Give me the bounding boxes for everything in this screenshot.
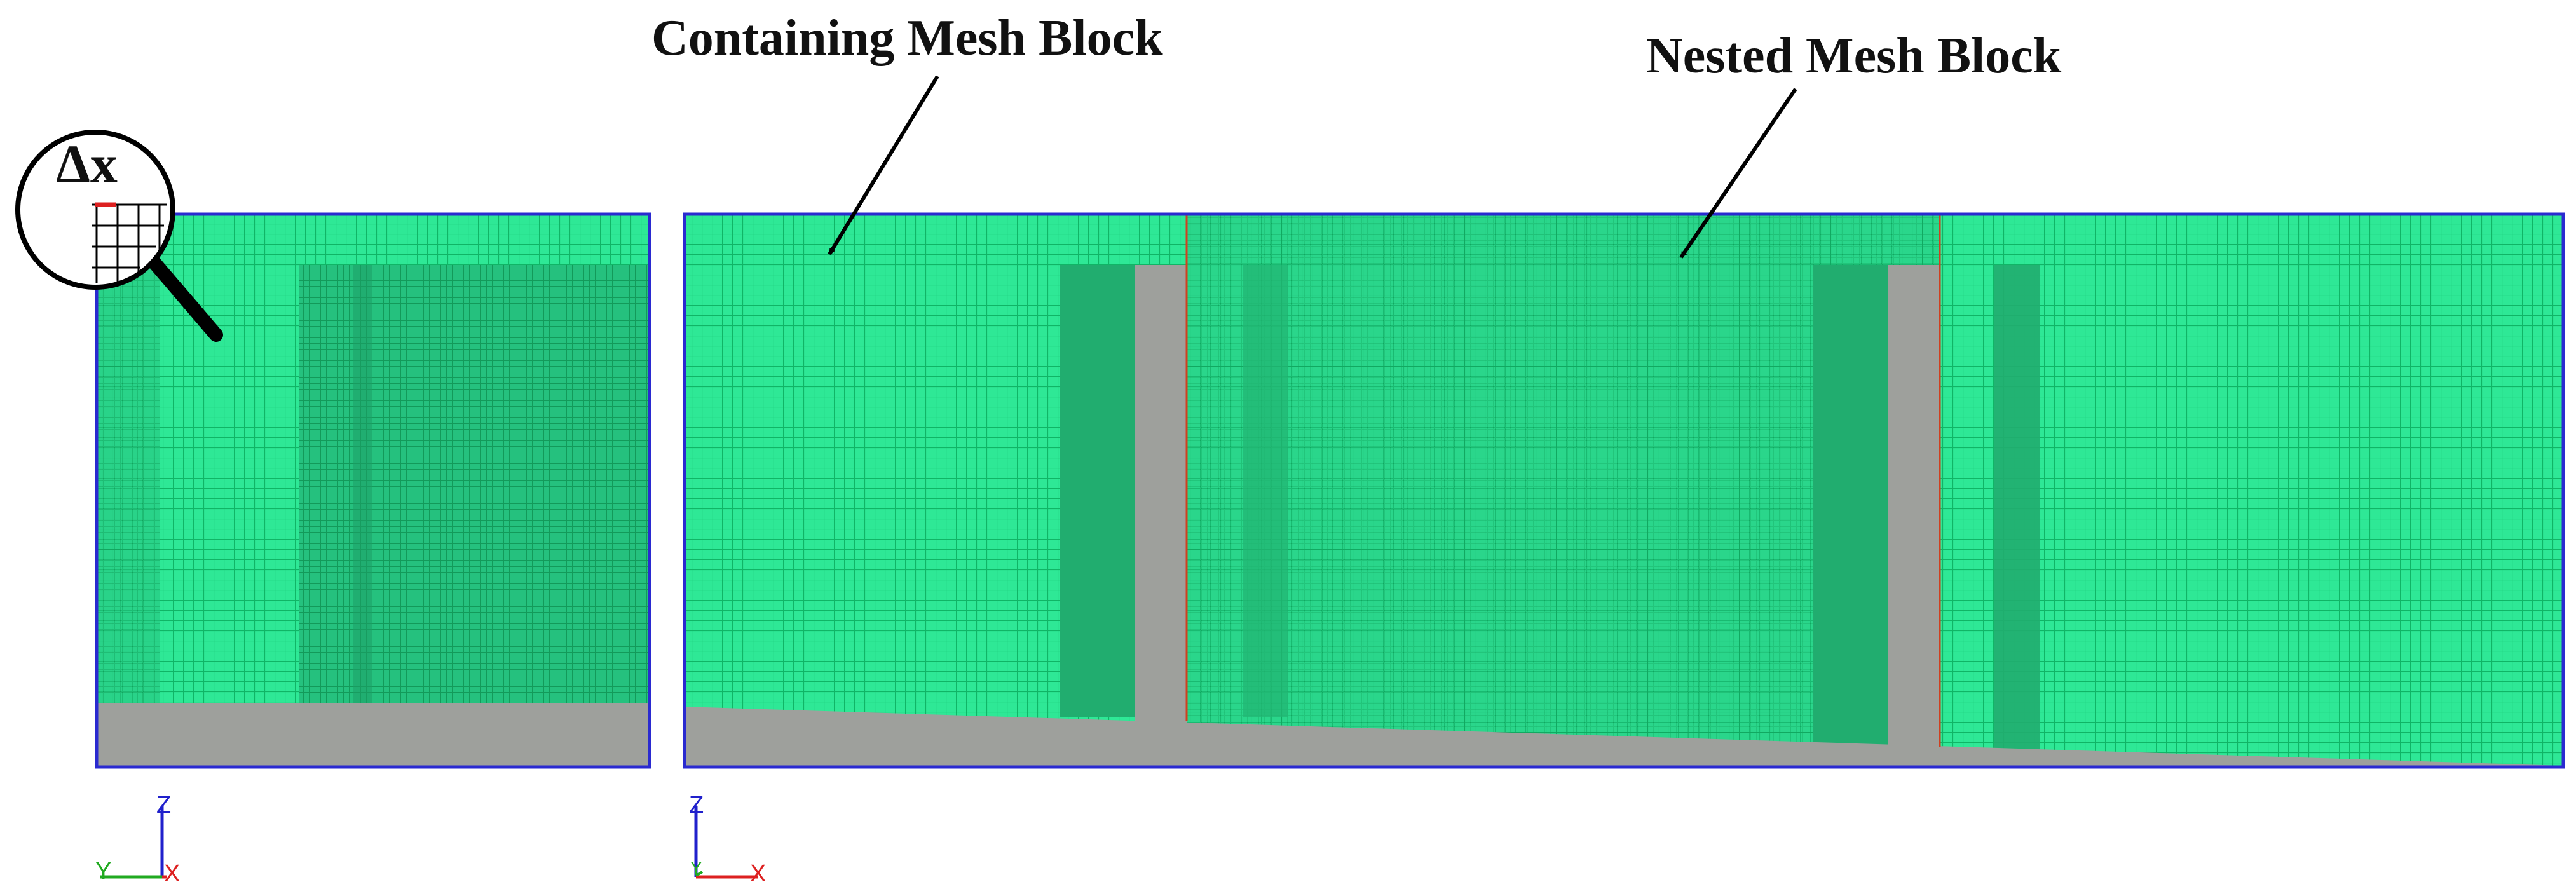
left-dense-strip-2 — [353, 265, 372, 703]
axis-left-z-label: Z — [156, 792, 172, 818]
label-nested-mesh-block: Nested Mesh Block — [1646, 28, 2062, 84]
left-mesh-panel — [95, 212, 651, 769]
right-mesh-panel — [683, 212, 2565, 769]
axis-right-z-label: Z — [689, 792, 704, 818]
right-panel-border — [683, 212, 2565, 769]
axis-left-y-label: Y — [95, 858, 112, 885]
axis-triad-right — [694, 806, 758, 879]
label-delta-x: Δx — [56, 133, 118, 194]
axis-left-x-label: X — [164, 860, 181, 887]
left-dense-strip-1 — [97, 214, 160, 703]
magnifier-icon — [15, 130, 223, 342]
magnifier-grid — [92, 202, 167, 283]
dense-strip-d — [1994, 265, 2040, 754]
label-containing-mesh-block: Containing Mesh Block — [651, 10, 1163, 66]
dense-strip-a — [1060, 265, 1135, 717]
left-terrain — [97, 703, 650, 767]
tower-1 — [1135, 265, 1187, 767]
left-panel-border — [95, 212, 651, 769]
axis-right-x-label: X — [750, 860, 767, 887]
dense-strip-b — [1243, 265, 1288, 717]
axis-triad-left — [100, 806, 167, 879]
axis-right-y-label: Y — [690, 858, 702, 878]
arrow-containing — [828, 75, 939, 255]
tower-2 — [1888, 265, 1940, 767]
left-dense-block — [299, 265, 650, 703]
arrow-nested — [1679, 88, 1797, 259]
dense-strip-c — [1813, 265, 1888, 748]
